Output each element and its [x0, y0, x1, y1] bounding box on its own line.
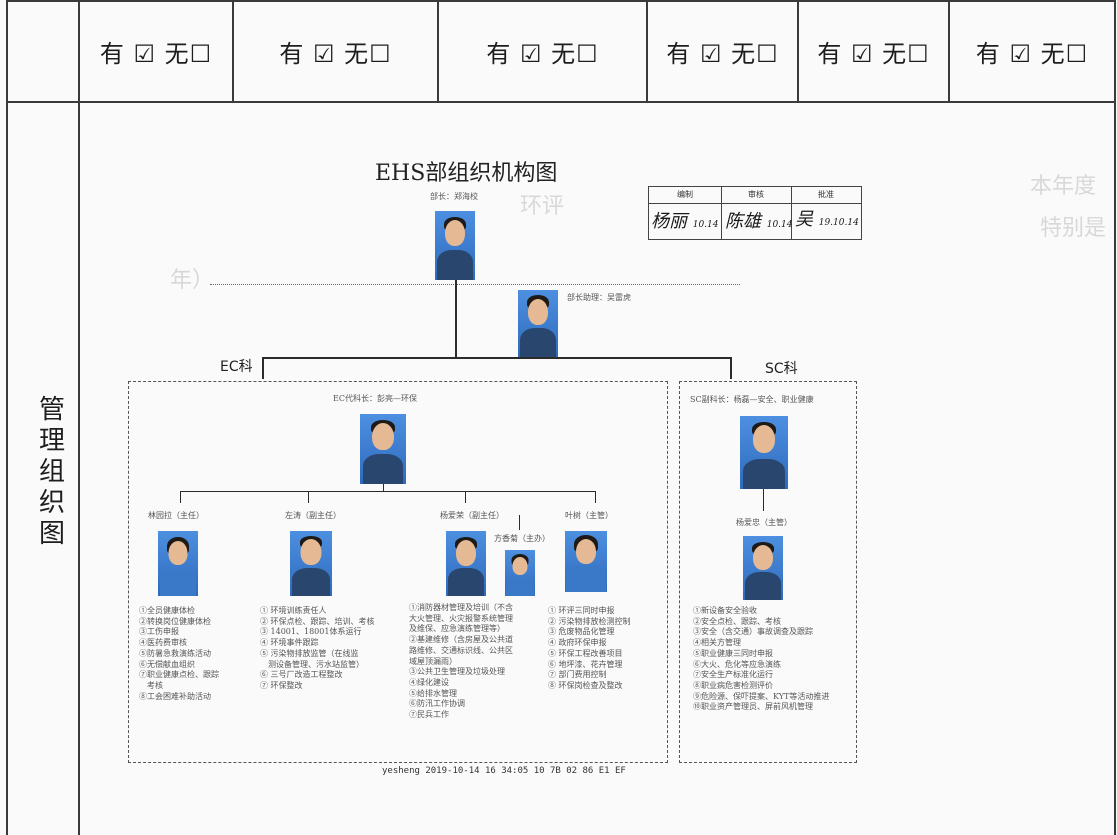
- ec-head-caption: EC代科长：彭亮—环保: [333, 394, 417, 403]
- ghost-text: 环评: [520, 194, 565, 219]
- portrait-ec-member-2: [290, 531, 332, 596]
- signature-review: 陈雄 10.14: [725, 211, 793, 232]
- ec-member-2-caption: 左涛（副主任）: [285, 511, 341, 520]
- head-caption: 部长：郑海校: [430, 192, 478, 201]
- ghost-text: 年）: [170, 268, 215, 293]
- grid-divider-3: [646, 0, 648, 102]
- connector-ec-m4: [595, 491, 596, 503]
- grid-divider-5: [948, 0, 950, 102]
- connector-ec-down: [383, 484, 384, 492]
- grid-right-border: [1114, 0, 1116, 835]
- dotted-separator: [210, 284, 740, 285]
- checkbox-cell-2[interactable]: 有 ☑ 无☐: [279, 39, 392, 68]
- connector-sc-down: [763, 489, 764, 511]
- checkbox-cell-4[interactable]: 有 ☑ 无☐: [666, 39, 779, 68]
- side-label: 管理组织图: [38, 395, 65, 549]
- portrait-head: [435, 211, 475, 280]
- portrait-ec-member-3: [446, 531, 486, 596]
- signature-compile: 杨丽 10.14: [651, 211, 719, 232]
- ec-member-3-caption: 杨爱荣（副主任）: [440, 511, 504, 520]
- sc-section-label: SC科: [765, 361, 798, 377]
- portrait-ec-member-3-sub: [505, 550, 535, 596]
- signoff-table: 编制 审核 批准 杨丽 10.14 陈雄 10.14 吴 19.10.14: [648, 186, 862, 240]
- portrait-ec-member-1: [158, 531, 198, 596]
- sc-section-box: [679, 381, 857, 763]
- connector-ec-bar: [180, 491, 595, 492]
- grid-divider-4: [797, 0, 799, 102]
- ec-section-label: EC科: [220, 359, 253, 375]
- ghost-text: 本年度: [1030, 174, 1097, 199]
- ec-member-1-caption: 林园拉（主任）: [148, 511, 204, 520]
- ghost-text: 特别是: [1040, 216, 1107, 241]
- sc-head-caption: SC副科长：杨磊—安全、职业健康: [690, 395, 814, 404]
- grid-left-border: [6, 0, 8, 835]
- chart-title: EHS部组织机构图: [375, 161, 558, 186]
- checkbox-cell-1[interactable]: 有 ☑ 无☐: [99, 39, 213, 68]
- portrait-ec-head: [360, 414, 406, 484]
- grid-divider-label-col: [78, 0, 80, 835]
- grid-row-divider: [6, 101, 1116, 103]
- print-footer: yesheng 2019-10-14 16 34:05 10 7B 02 86 …: [382, 766, 626, 776]
- portrait-assistant: [518, 290, 558, 358]
- grid-divider-1: [232, 0, 234, 102]
- signoff-header-review: 审核: [748, 190, 764, 199]
- grid-top-border: [6, 0, 1116, 2]
- portrait-sc-member: [743, 536, 783, 600]
- portrait-sc-head: [740, 416, 788, 489]
- connector-head-down: [455, 280, 457, 358]
- checkbox-cell-3[interactable]: 有 ☑ 无☐: [486, 39, 599, 68]
- sc-member-caption: 杨爱忠（主管）: [736, 518, 792, 527]
- assistant-caption: 部长助理：吴雷虎: [567, 293, 631, 302]
- portrait-ec-member-4: [565, 531, 607, 592]
- connector-ec-m1: [180, 491, 181, 503]
- signoff-header-approve: 批准: [818, 190, 834, 199]
- ec-member-3-sub-caption: 方香菊（主办）: [494, 534, 550, 543]
- checkbox-cell-6[interactable]: 有 ☑ 无☐: [975, 39, 1089, 68]
- connector-ec-drop: [262, 357, 264, 379]
- signature-approve: 吴 19.10.14: [795, 209, 859, 230]
- ec-member-3-duties: ①消防器材管理及培训（不含大火管理、火灾报警系统管理 及维保、应急演练管理等）②…: [409, 603, 513, 720]
- connector-ec-m3: [465, 491, 466, 503]
- signoff-header-compile: 编制: [677, 190, 693, 199]
- connector-sc-drop: [730, 357, 732, 379]
- connector-ec-m2: [308, 491, 309, 503]
- ec-member-4-caption: 叶树（主管）: [565, 511, 613, 520]
- connector-sections-bar: [262, 357, 732, 359]
- ec-section-box: [128, 381, 668, 763]
- grid-divider-2: [437, 0, 439, 102]
- checkbox-cell-5[interactable]: 有 ☑ 无☐: [817, 39, 930, 68]
- connector-sub-arrow: [519, 515, 520, 530]
